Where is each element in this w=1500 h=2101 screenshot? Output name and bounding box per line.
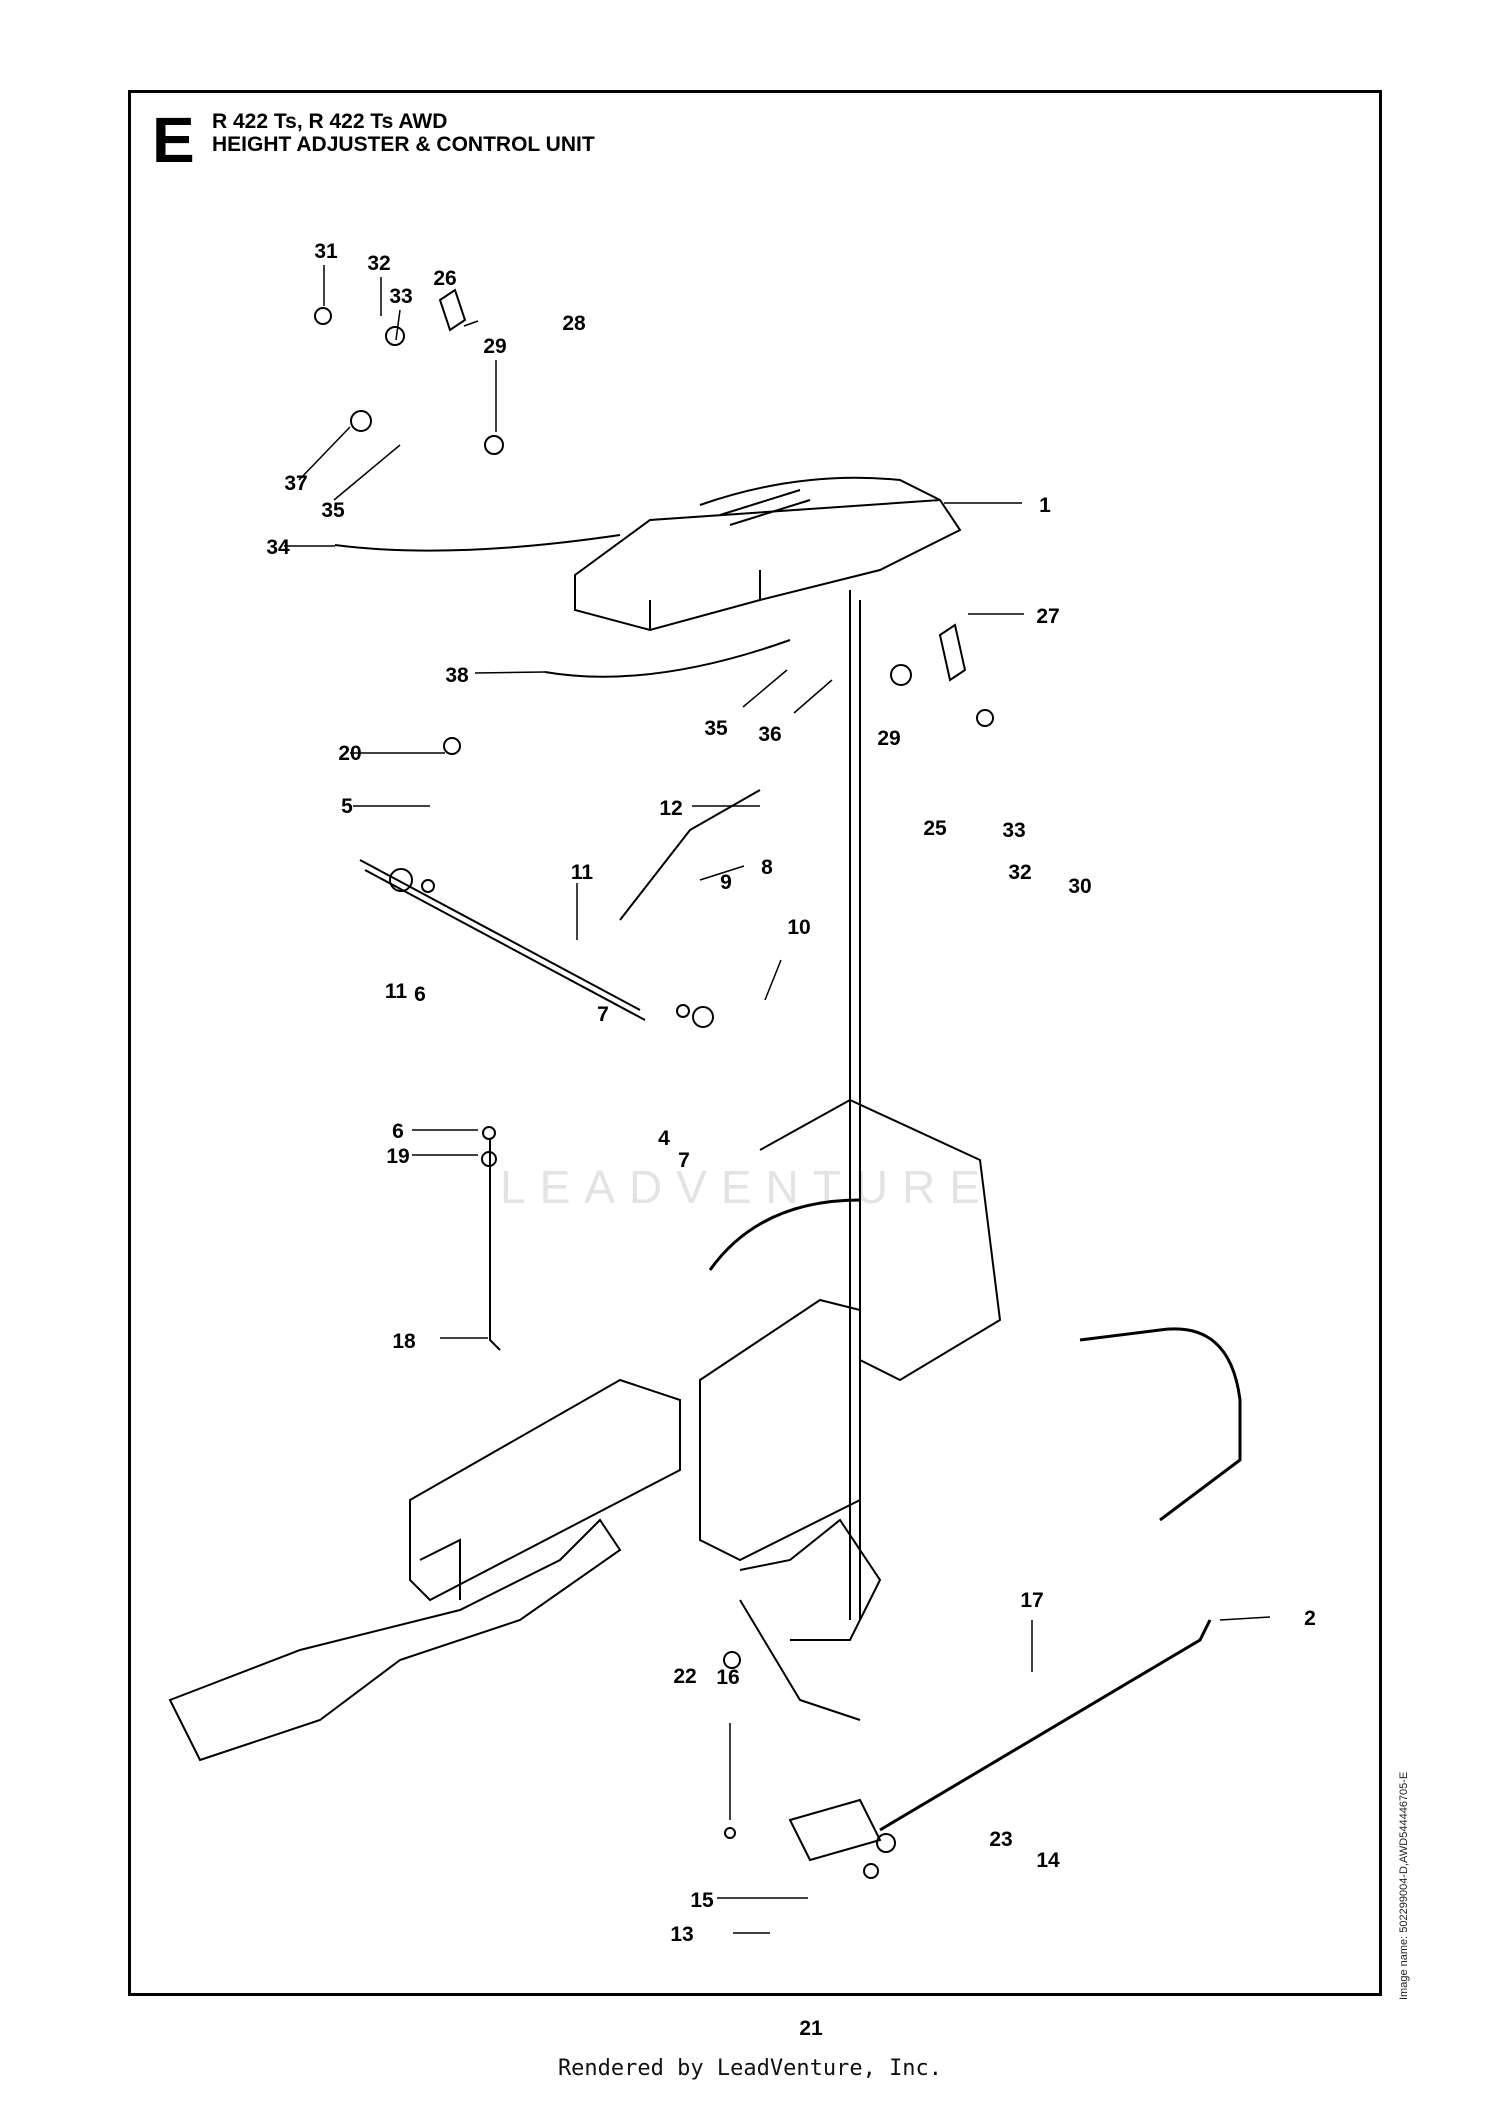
callout-2: 2 bbox=[1304, 1607, 1316, 1630]
callout-38: 38 bbox=[445, 664, 469, 687]
callout-19: 19 bbox=[386, 1145, 409, 1168]
callout-15: 15 bbox=[690, 1889, 714, 1912]
leader-lines bbox=[284, 265, 1271, 1934]
callout-6: 6 bbox=[392, 1120, 404, 1143]
callout-12: 12 bbox=[659, 797, 682, 820]
callout-13: 13 bbox=[670, 1923, 693, 1946]
callout-35: 35 bbox=[321, 499, 345, 522]
model-names: R 422 Ts, R 422 Ts AWD bbox=[212, 110, 448, 133]
callout-17: 17 bbox=[1020, 1589, 1043, 1612]
callout-7: 7 bbox=[597, 1003, 609, 1026]
callout-18: 18 bbox=[392, 1330, 416, 1353]
callout-22: 22 bbox=[673, 1665, 696, 1688]
callout-4: 4 bbox=[658, 1127, 670, 1150]
callout-35: 35 bbox=[704, 717, 728, 740]
section-letter: E bbox=[152, 104, 195, 176]
callout-1: 1 bbox=[1039, 494, 1051, 517]
callout-28: 28 bbox=[562, 312, 586, 335]
callout-32: 32 bbox=[1008, 861, 1031, 884]
callout-31: 31 bbox=[314, 240, 338, 263]
callout-7: 7 bbox=[678, 1149, 690, 1172]
callout-23: 23 bbox=[989, 1828, 1012, 1851]
image-name-caption: Image name: 502299004-D,AWD544446705-E bbox=[1398, 1771, 1410, 2000]
callout-33: 33 bbox=[389, 285, 412, 308]
callout-37: 37 bbox=[284, 472, 307, 495]
callout-21: 21 bbox=[799, 2017, 823, 2040]
callout-29: 29 bbox=[483, 335, 506, 358]
callout-29: 29 bbox=[877, 727, 900, 750]
callout-27: 27 bbox=[1036, 605, 1059, 628]
diagram-title: HEIGHT ADJUSTER & CONTROL UNIT bbox=[212, 133, 595, 156]
diagram-frame bbox=[128, 90, 1382, 1996]
callout-32: 32 bbox=[367, 252, 390, 275]
callout-10: 10 bbox=[787, 916, 810, 939]
callout-8: 8 bbox=[761, 856, 773, 879]
callout-36: 36 bbox=[758, 723, 781, 746]
callout-11: 11 bbox=[571, 861, 594, 884]
watermark: LEADVENTURE bbox=[500, 1161, 994, 1213]
callout-11: 11 bbox=[385, 980, 408, 1003]
callout-6: 6 bbox=[414, 983, 426, 1006]
callout-26: 26 bbox=[433, 267, 456, 290]
parts-drawing bbox=[168, 288, 1242, 1879]
callout-20: 20 bbox=[338, 742, 361, 765]
callout-5: 5 bbox=[341, 795, 353, 818]
callout-33: 33 bbox=[1002, 819, 1025, 842]
callout-34: 34 bbox=[266, 536, 290, 559]
callout-30: 30 bbox=[1068, 875, 1091, 898]
callout-14: 14 bbox=[1036, 1849, 1060, 1872]
footer-credit: Rendered by LeadVenture, Inc. bbox=[557, 2056, 943, 2081]
callout-9: 9 bbox=[720, 871, 732, 894]
callout-16: 16 bbox=[716, 1666, 739, 1689]
callout-25: 25 bbox=[923, 817, 947, 840]
